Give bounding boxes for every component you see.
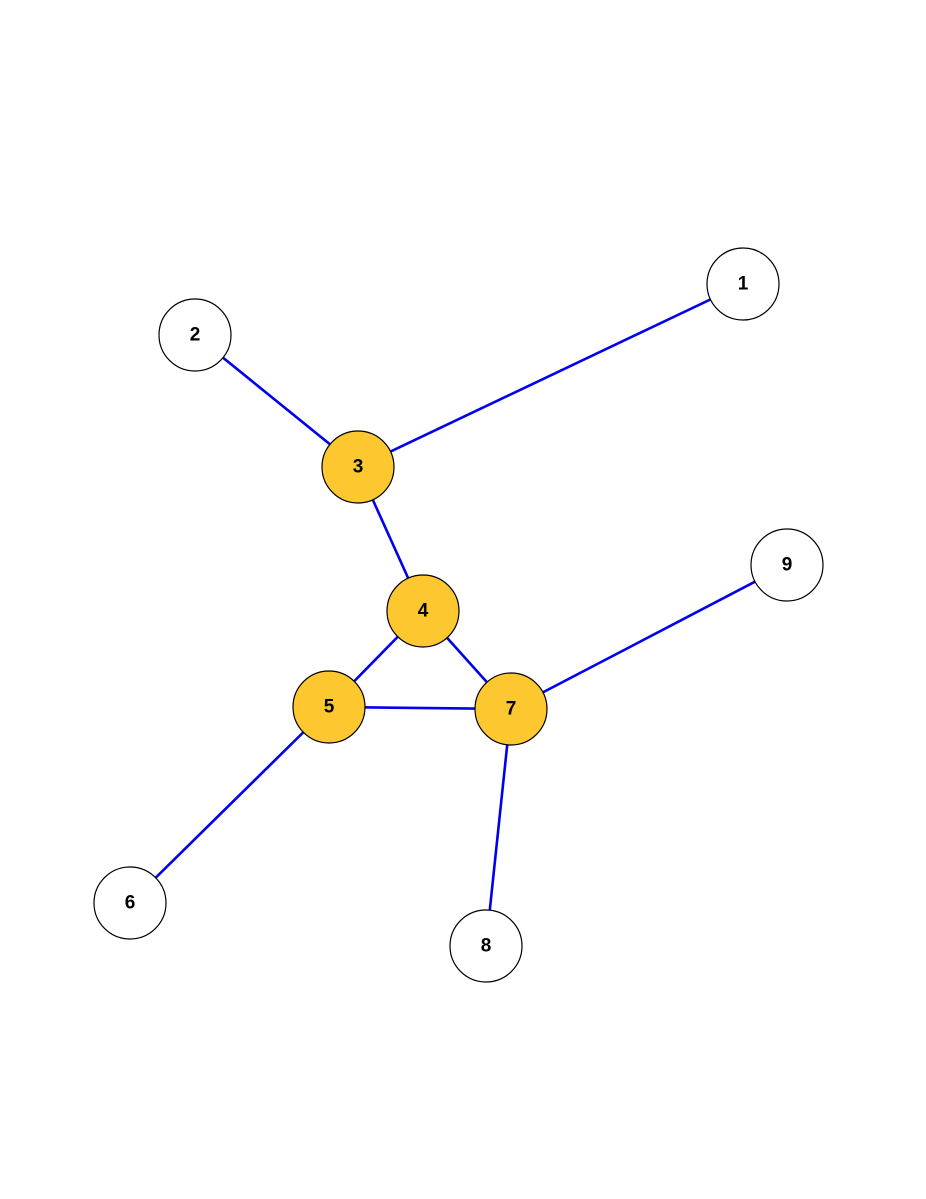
edge-7-9 <box>509 563 789 711</box>
node-label-6: 6 <box>125 893 136 914</box>
node-circle-3 <box>321 430 395 504</box>
node-circle-2 <box>158 298 232 372</box>
node-3: 3 <box>321 430 395 504</box>
node-label-7: 7 <box>506 699 517 720</box>
node-circle-8 <box>449 909 523 983</box>
edge-7-8 <box>484 707 513 948</box>
node-5: 5 <box>292 670 366 744</box>
node-2: 2 <box>158 298 232 372</box>
node-6: 6 <box>93 866 167 940</box>
node-label-1: 1 <box>738 274 749 295</box>
node-7: 7 <box>474 672 548 746</box>
node-4: 4 <box>386 574 460 648</box>
node-1: 1 <box>706 247 780 321</box>
node-label-9: 9 <box>782 555 793 576</box>
node-circle-9 <box>750 528 824 602</box>
node-8: 8 <box>449 909 523 983</box>
node-circle-4 <box>386 574 460 648</box>
node-9: 9 <box>750 528 824 602</box>
node-circle-7 <box>474 672 548 746</box>
node-circle-6 <box>93 866 167 940</box>
node-label-3: 3 <box>353 457 364 478</box>
edge-5-6 <box>128 705 331 905</box>
node-circle-1 <box>706 247 780 321</box>
node-label-4: 4 <box>418 601 429 622</box>
node-label-5: 5 <box>324 697 335 718</box>
node-label-2: 2 <box>190 325 201 346</box>
edge-1-3 <box>356 282 745 469</box>
node-circle-5 <box>292 670 366 744</box>
nodes-layer: 1 2 3 4 5 6 7 8 9 <box>93 247 824 983</box>
node-label-8: 8 <box>481 936 492 957</box>
